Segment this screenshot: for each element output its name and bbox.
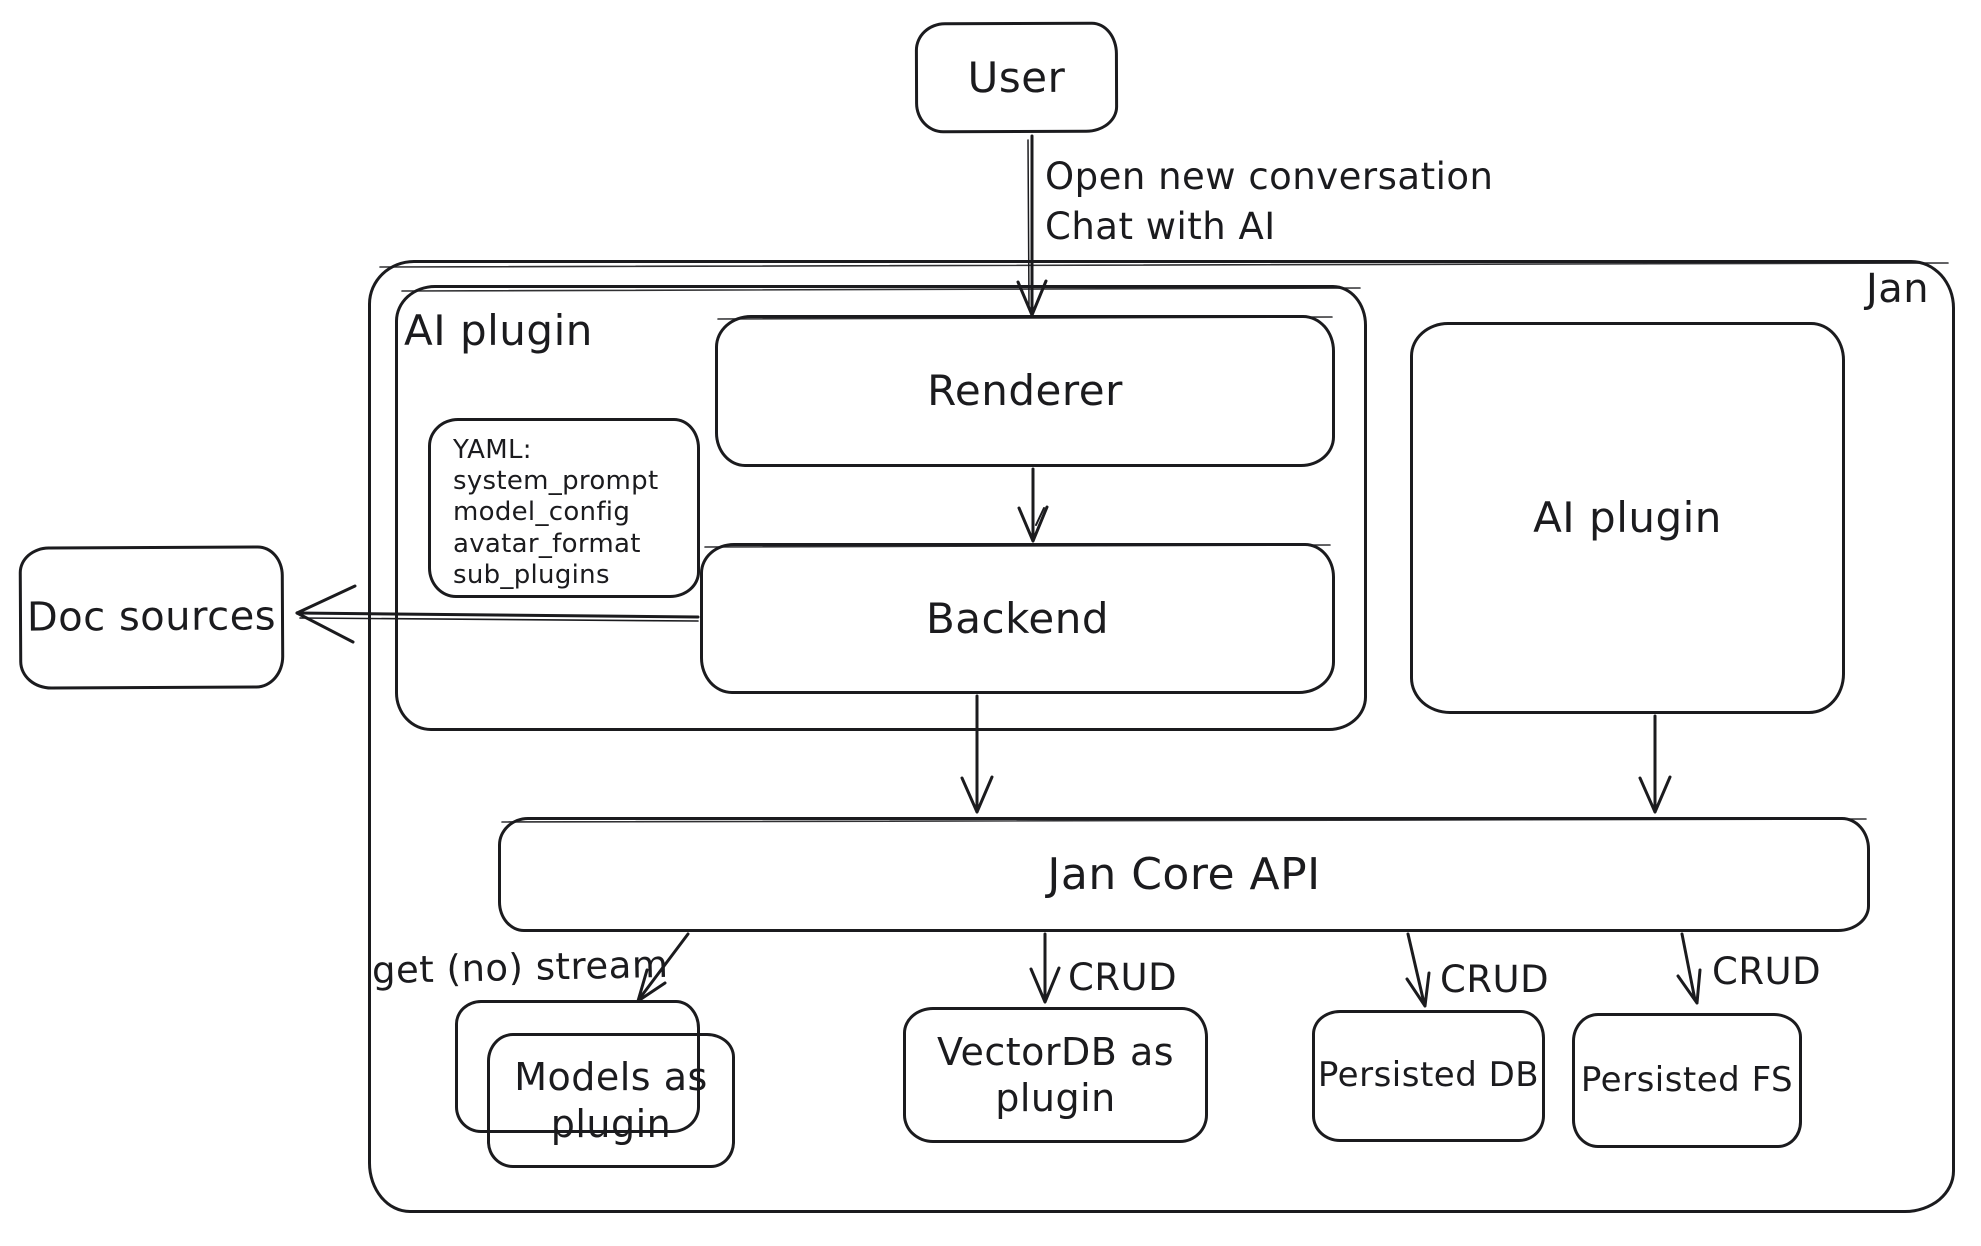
edge-label-crud-persisted-fs: CRUD bbox=[1712, 950, 1822, 993]
models-plugin-node: Models as plugin bbox=[487, 1033, 735, 1168]
jan-core-api-node: Jan Core API bbox=[498, 817, 1870, 932]
edge-label-crud-vectordb: CRUD bbox=[1068, 956, 1178, 999]
ai-plugin-container-label: AI plugin bbox=[404, 306, 593, 355]
jan-container-label: Jan bbox=[1866, 266, 1930, 312]
backend-node-label: Backend bbox=[925, 593, 1110, 643]
user-node: User bbox=[914, 21, 1119, 134]
yaml-note-title: YAML: bbox=[453, 435, 532, 465]
renderer-node: Renderer bbox=[715, 315, 1335, 467]
yaml-note-line: system_prompt bbox=[453, 466, 659, 497]
persisted-db-node-label: Persisted DB bbox=[1317, 1055, 1540, 1096]
ai-plugin-node: AI plugin bbox=[1410, 322, 1845, 714]
persisted-fs-node-label: Persisted FS bbox=[1580, 1059, 1794, 1100]
jan-container-box bbox=[368, 260, 1955, 1213]
vectordb-plugin-node: VectorDB as plugin bbox=[903, 1007, 1208, 1143]
backend-node: Backend bbox=[700, 543, 1335, 694]
jan-core-api-node-label: Jan Core API bbox=[1047, 848, 1321, 900]
ai-plugin-node-label: AI plugin bbox=[1533, 493, 1722, 543]
edge-label-open-conversation-line1: Open new conversation bbox=[1045, 155, 1494, 198]
user-node-label: User bbox=[967, 52, 1066, 103]
yaml-note-line: sub_plugins bbox=[453, 559, 610, 590]
yaml-note: YAML: system_prompt model_config avatar_… bbox=[428, 418, 700, 598]
edge-label-open-conversation-line2: Chat with AI bbox=[1045, 205, 1276, 248]
yaml-note-line: model_config bbox=[453, 497, 631, 528]
renderer-node-label: Renderer bbox=[927, 366, 1123, 416]
doc-sources-node: Doc sources bbox=[18, 545, 285, 690]
models-plugin-node-label: Models as plugin bbox=[514, 1055, 708, 1146]
vectordb-plugin-node-label: VectorDB as plugin bbox=[936, 1029, 1175, 1120]
models-plugin-back-box bbox=[455, 1000, 700, 1133]
ai-plugin-container-box bbox=[395, 285, 1367, 731]
edge-label-get-no-stream: get (no) stream bbox=[371, 942, 669, 993]
doc-sources-node-label: Doc sources bbox=[26, 593, 277, 641]
persisted-fs-node: Persisted FS bbox=[1572, 1013, 1802, 1148]
persisted-db-node: Persisted DB bbox=[1312, 1010, 1545, 1142]
yaml-note-line: avatar_format bbox=[453, 528, 641, 559]
edge-label-crud-persisted-db: CRUD bbox=[1440, 958, 1550, 1001]
